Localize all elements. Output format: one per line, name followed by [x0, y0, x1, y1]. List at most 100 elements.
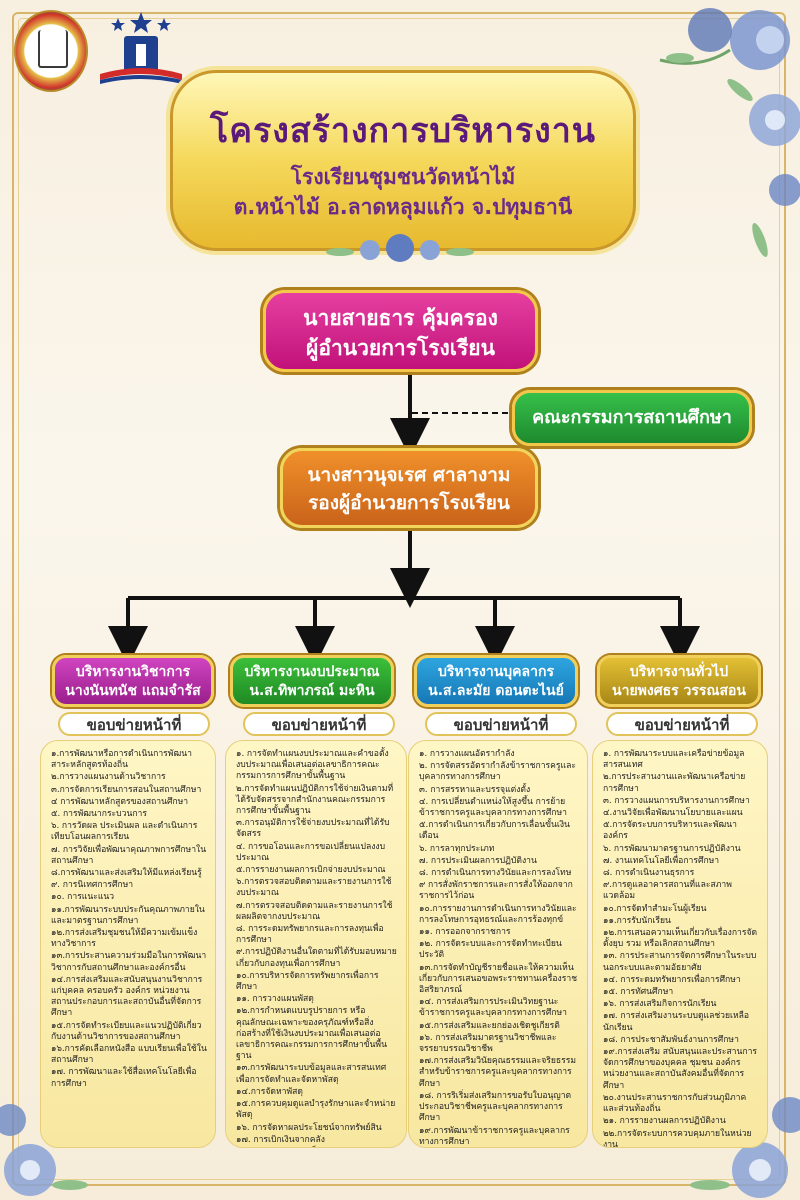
title-plate: โครงสร้างการบริหารงาน โรงเรียนชุมชนวัดหน… [170, 70, 636, 251]
duty-item: ๑.การพัฒนาหรือการดำเนินการพัฒนาสาระหลักส… [51, 749, 192, 771]
duties-card-budget: ๑. การจัดทำแผนงบประมาณและคำขอตั้งงบประมา… [225, 740, 407, 1148]
scope-label-budget: ขอบข่ายหน้าที่ [243, 712, 395, 736]
duty-item: ๖.การตรวจสอบติดตามและรายงานการใช้งบประมา… [236, 877, 392, 899]
page-border [12, 12, 786, 1186]
dept-general-head: นายพงศธร วรรณสอน [612, 683, 746, 699]
duty-item: ๕.การดำเนินการเกี่ยวกับการเลื่อนขั้นเงิน… [419, 820, 570, 842]
deputy-name: นางสาวนุจเรศ ศาลางาม [307, 464, 511, 486]
duty-item: ๑๗. การส่งเสริมงานระบบดูแลช่วยเหลือนักเร… [603, 1011, 750, 1033]
duty-item: ๑๑.การพัฒนาระบบประกันคุณภาพภายในและมาตรฐ… [51, 904, 205, 926]
duty-item: ๑๕.การจัดทำระเบียบและแนวปฏิบัติเกี่ยวกับ… [51, 1020, 202, 1042]
duty-item: ๒๒.การจัดระบบการควบคุมภายในหน่วยงาน [603, 1128, 752, 1148]
duty-item: ๙.การดูแลอาคารสถานที่และสภาพแวดล้อม [603, 880, 732, 902]
duty-item: ๗.การตรวจสอบติดตามและรายงานการใช้ผลผลิตจ… [236, 900, 393, 922]
duty-item: ๓. การสรรหาและบรรจุแต่งตั้ง [419, 784, 531, 795]
committee-box: คณะกรรมการสถานศึกษา [512, 390, 752, 446]
duty-item: ๗. การประเมินผลการปฏิบัติงาน [419, 855, 537, 866]
deputy-box: นางสาวนุจเรศ ศาลางาม รองผู้อำนวยการโรงเร… [280, 448, 538, 528]
duty-item: ๒. การจัดสรรอัตรากำลังข้าราชการครูและบุค… [419, 761, 576, 783]
duties-card-personnel: ๑. การวางแผนอัตรากำลัง๒. การจัดสรรอัตราก… [408, 740, 588, 1148]
duty-item: ๑. การพัฒนาระบบและเครือข่ายข้อมูลสารสนเท… [603, 749, 745, 771]
school-emblem-logo [14, 10, 88, 92]
duty-item: ๑๔. การระดมทรัพยากรเพื่อการศึกษา [603, 974, 741, 985]
duties-list-academic: ๑.การพัฒนาหรือการดำเนินการพัฒนาสาระหลักส… [51, 749, 207, 1090]
duties-card-general: ๑. การพัฒนาระบบและเครือข่ายข้อมูลสารสนเท… [592, 740, 768, 1148]
duty-item: ๑๖. การจัดหาผลประโยชน์จากทรัพย์สิน [236, 1122, 382, 1133]
duty-item: ๑๘. การประชาสัมพันธ์งานการศึกษา [603, 1034, 739, 1045]
duty-item: ๑๐.การจัดทำสำมะโนผู้เรียน [603, 903, 707, 914]
dept-general-title: บริหารงานทั่วไป [629, 664, 729, 680]
duty-item: ๑๒. การจัดระบบและการจัดทำทะเบียนประวัติ [419, 939, 562, 961]
duty-item: ๑๕. การทัศนศึกษา [603, 987, 674, 998]
flower-decoration-top-right [659, 8, 800, 258]
duty-item: ๔.งานวิจัยเพื่อพัฒนานโยบายและแผน [603, 808, 743, 819]
duty-item: ๘. การดำเนินการทางวินัยและการลงโทษ [419, 868, 572, 879]
dept-academic-box: บริหารงานวิชาการ นางนันทนัช แถมจำรัส [52, 655, 214, 707]
director-box: นายสายธาร คุ้มครอง ผู้อำนวยการโรงเรียน [263, 290, 538, 372]
dept-academic-head: นางนันทนัช แถมจำรัส [65, 683, 201, 699]
duties-list-budget: ๑. การจัดทำแผนงบประมาณและคำขอตั้งงบประมา… [236, 749, 398, 1148]
duty-item: ๑๘. การรับเงิน การเก็บรักษาเงิน และจ่ายเ… [236, 1147, 398, 1148]
duty-item: ๑๖.การคัดเลือกหนังสือ แบบเรียนเพื่อใช้ใน… [51, 1044, 207, 1066]
committee-label: คณะกรรมการสถานศึกษา [532, 407, 732, 428]
duty-item: ๑๗.การส่งเสริมวินัยคุณธรรมและจริยธรรมสำห… [419, 1056, 577, 1089]
duty-item: ๑๖. การส่งเสริมมาตรฐานวิชาชีพและจรรยาบรร… [419, 1032, 557, 1055]
duty-item: ๔. การขอโอนและการขอเปลี่ยนแปลงงบประมาณ [236, 841, 386, 863]
duties-list-general: ๑. การพัฒนาระบบและเครือข่ายข้อมูลสารสนเท… [603, 749, 759, 1148]
duty-item: ๘.การพัฒนาและส่งเสริมให้มีแหล่งเรียนรู้ [51, 868, 202, 879]
duty-item: ๑๗. การพัฒนาและใช้สื่อเทคโนโลยีเพื่อการศ… [51, 1067, 197, 1089]
duty-item: ๑๓. การประสานการจัดการศึกษาในระบบนอกระบบ… [603, 951, 757, 973]
duty-item: ๒.การประสานงานและพัฒนาเครือข่ายการศึกษา [603, 772, 746, 794]
director-role: ผู้อำนวยการโรงเรียน [306, 336, 495, 360]
duty-item: ๔ การพัฒนาหลักสูตรของสถานศึกษา [51, 796, 189, 807]
duty-item: ๓.การจัดการเรียนการสอนในสถานศึกษา [51, 784, 202, 795]
dept-budget-title: บริหารงานงบประมาณ [244, 664, 380, 680]
duty-item: ๓. การวางแผนการบริหารงานการศึกษา [603, 795, 750, 806]
duty-item: ๑๓.การจัดทำบัญชีรายชื่อและให้ความเห็นเกี… [419, 962, 578, 996]
dept-academic-title: บริหารงานวิชาการ [75, 664, 191, 680]
dept-personnel-head: น.ส.ละมัย ดอนตะไนย์ [428, 683, 564, 699]
duty-item: ๑๘. การริเริ่มส่งเสริมการขอรับใบอนุญาตปร… [419, 1090, 572, 1124]
duty-item: ๗. การวิจัยเพื่อพัฒนาคุณภาพการศึกษาในสถา… [51, 844, 207, 866]
duty-item: ๑. การจัดทำแผนงบประมาณและคำขอตั้งงบประมา… [236, 749, 389, 782]
school-name: โรงเรียนชุมชนวัดหน้าไม้ [290, 165, 516, 189]
duty-item: ๑๐. การแนะแนว [51, 892, 115, 903]
duty-item: ๑๔.การจัดหาพัสดุ [236, 1086, 303, 1097]
flower-decoration-bottom-right [690, 1097, 800, 1198]
duties-list-personnel: ๑. การวางแผนอัตรากำลัง๒. การจัดสรรอัตราก… [419, 749, 579, 1147]
deputy-role: รองผู้อำนวยการโรงเรียน [308, 492, 510, 514]
duty-item: ๑๕.การควบคุมดูแลบำรุงรักษาและจำหน่ายพัสด… [236, 1099, 396, 1121]
flower-decoration-bottom-left [0, 1104, 88, 1196]
director-name: นายสายธาร คุ้มครอง [303, 306, 498, 330]
dept-general-box: บริหารงานทั่วไป นายพงศธร วรรณสอน [597, 655, 761, 707]
duty-item: ๙.การปฏิบัติงานอื่นใดตามที่ได้รับมอบหมาย… [236, 947, 397, 969]
duty-item: ๕.การจัดระบบการบริหารและพัฒนาองค์กร [603, 820, 738, 842]
duty-item: ๑๔. การส่งเสริมการประเมินวิทยฐานะข้าราชก… [419, 997, 567, 1019]
duty-item: ๙. การนิเทศการศึกษา [51, 880, 134, 891]
scope-label-personnel: ขอบข่ายหน้าที่ [425, 712, 577, 736]
duty-item: ๗. งานเทคโนโลยีเพื่อการศึกษา [603, 855, 720, 866]
scope-label-academic: ขอบข่ายหน้าที่ [58, 712, 210, 736]
duty-item: ๑. การวางแผนอัตรากำลัง [419, 749, 515, 759]
duty-item: ๘. การระดมทรัพยากรและการลงทุนเพื่อการศึก… [236, 924, 384, 946]
duty-item: ๑๓.การประสานความร่วมมือในการพัฒนาวิชาการ… [51, 951, 207, 973]
dept-budget-box: บริหารงานงบประมาณ น.ส.ทิพาภรณ์ มะหิน [230, 655, 394, 707]
duty-item: ๒.การวางแผนงานด้านวิชาการ [51, 772, 166, 783]
duties-card-academic: ๑.การพัฒนาหรือการดำเนินการพัฒนาสาระหลักส… [40, 740, 216, 1148]
duty-item: ๑๓.การพัฒนาระบบข้อมูลและสารสนเทศเพื่อการ… [236, 1063, 387, 1085]
dept-personnel-box: บริหารงานบุคลากร น.ส.ละมัย ดอนตะไนย์ [414, 655, 578, 707]
duty-item: ๘. การดำเนินงานธุรการ [603, 868, 695, 879]
duty-item: ๑๑.การรับนักเรียน [603, 915, 671, 926]
title-flower-ornament [326, 234, 474, 262]
duty-item: ๑๗. การเบิกเงินจากคลัง [236, 1134, 325, 1145]
duty-item: ๒.การจัดทำแผนปฏิบัติการใช้จ่ายเงินตามที่… [236, 783, 394, 817]
duty-item: ๒๑. การรายงานผลการปฏิบัติงาน [603, 1116, 726, 1127]
page-title: โครงสร้างการบริหารงาน [209, 111, 597, 151]
duty-item: ๑๐.การบริหารจัดการทรัพยากรเพื่อการศึกษา [236, 970, 379, 993]
dept-personnel-title: บริหารงานบุคลากร [438, 664, 554, 680]
duty-item: ๖. การพัฒนามาตรฐานการปฏิบัติงาน [603, 843, 741, 854]
scope-label-general: ขอบข่ายหน้าที่ [606, 712, 758, 736]
duty-item: ๑๔.การส่งเสริมและสนับสนุนงานวิชาการแก่บุ… [51, 974, 203, 1019]
duty-item: ๓.การอนุมัติการใช้จ่ายงบประมาณที่ได้รับจ… [236, 818, 390, 840]
